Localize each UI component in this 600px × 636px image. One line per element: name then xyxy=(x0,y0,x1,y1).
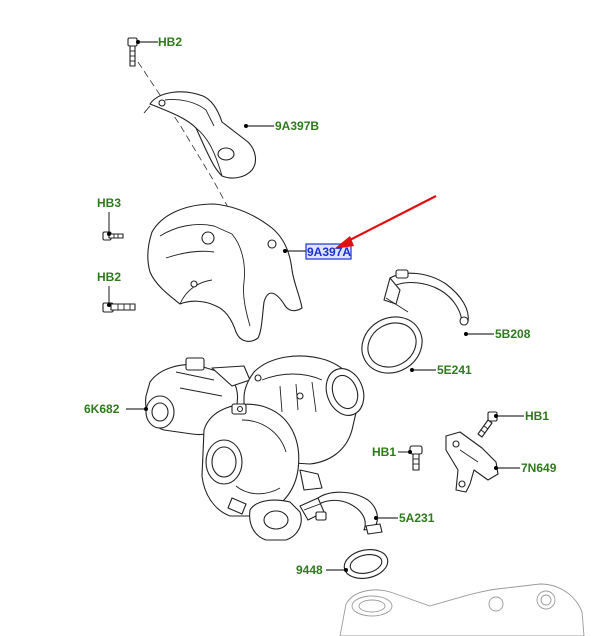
pointer-arrow xyxy=(334,195,437,249)
callout-hb3[interactable]: HB3 xyxy=(97,196,121,210)
callout-hb2-mid[interactable]: HB2 xyxy=(97,270,121,284)
callout-9448[interactable]: 9448 xyxy=(296,563,323,577)
callout-7n649[interactable]: 7N649 xyxy=(521,461,557,475)
leader-lines xyxy=(107,40,524,572)
exhaust-downpipe xyxy=(339,583,585,636)
clamp-5a231[interactable] xyxy=(299,491,383,535)
gasket-9448[interactable] xyxy=(342,546,391,583)
bolt-hb1-mid[interactable] xyxy=(409,445,423,471)
bolt-hb3[interactable] xyxy=(102,231,124,241)
callout-5b208[interactable]: 5B208 xyxy=(495,327,531,341)
callout-hb2-top[interactable]: HB2 xyxy=(158,35,182,49)
callout-hb1-mid[interactable]: HB1 xyxy=(372,445,396,459)
bolt-hb2-top[interactable] xyxy=(127,37,138,67)
callout-9a397b[interactable]: 9A397B xyxy=(275,119,319,133)
turbocharger[interactable] xyxy=(145,355,370,541)
callout-9a397a[interactable]: 9A397A xyxy=(307,245,351,259)
bolt-hb1-right[interactable] xyxy=(477,411,498,438)
callout-5e241[interactable]: 5E241 xyxy=(437,363,472,377)
heat-shield-9a397b[interactable] xyxy=(143,91,257,179)
gasket-5e241[interactable] xyxy=(352,306,433,384)
clamp-5b208[interactable] xyxy=(383,269,469,326)
heat-shield-9a397a[interactable] xyxy=(147,203,303,342)
callout-hb1-right[interactable]: HB1 xyxy=(525,409,549,423)
callout-labels: HB2 9A397B HB3 9A397A HB2 5B208 5E241 6K… xyxy=(84,35,557,577)
bolt-hb2-mid[interactable] xyxy=(102,302,136,313)
bracket-7n649[interactable] xyxy=(445,431,499,493)
callout-6k682[interactable]: 6K682 xyxy=(84,402,120,416)
callout-5a231[interactable]: 5A231 xyxy=(399,511,435,525)
